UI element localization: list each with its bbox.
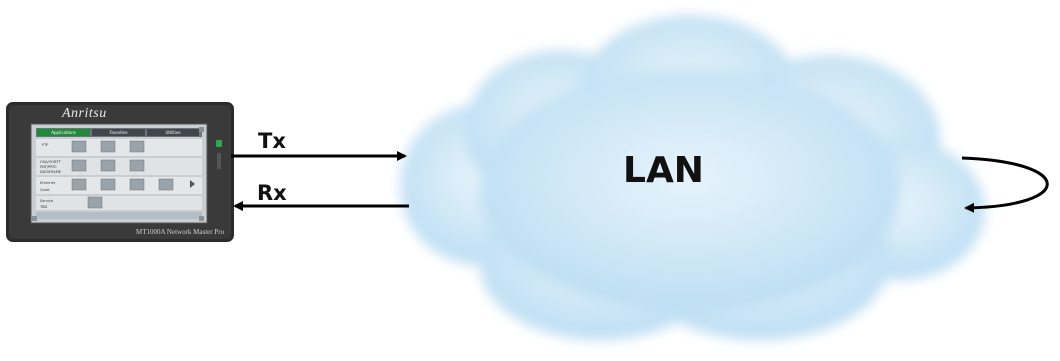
scroll-right-icon[interactable] — [190, 180, 195, 188]
tester-device — [6, 102, 234, 242]
device-brand-logo: Anritsu — [62, 106, 107, 121]
row-label-osa: OSA/OOBTT — [40, 160, 61, 164]
device-model-label: MT1000A Network Master Pro — [136, 228, 225, 236]
tab-favorites-label: Favorites — [109, 130, 128, 135]
row-label-quiet: Quiet — [40, 188, 50, 192]
app-icons[interactable] — [71, 140, 174, 209]
speaker-grille-icon — [217, 153, 221, 169]
row-label-ethernet: Ethernet — [40, 181, 56, 185]
row-label-pnt: PNT/PRTC — [40, 165, 57, 169]
lan-label: LAN — [623, 150, 704, 191]
row-label-dataframe: DATAFRAME — [40, 170, 61, 174]
row-label-tbd: TBD — [40, 205, 48, 209]
tab-applications-label: Applications — [51, 130, 76, 135]
status-led-icon — [216, 140, 222, 147]
tab-utilities-label: Utilities — [165, 130, 181, 135]
tx-label: Tx — [258, 129, 286, 153]
loopback-arrow — [961, 156, 1049, 213]
rx-label: Rx — [257, 181, 287, 205]
row-label-service: Service — [40, 199, 53, 203]
lan-cloud — [400, 15, 985, 340]
tab-favorites[interactable] — [92, 129, 145, 136]
tab-applications[interactable] — [37, 129, 90, 136]
tab-utilities[interactable] — [147, 129, 199, 136]
row-label-ptp: PTP — [42, 143, 49, 147]
